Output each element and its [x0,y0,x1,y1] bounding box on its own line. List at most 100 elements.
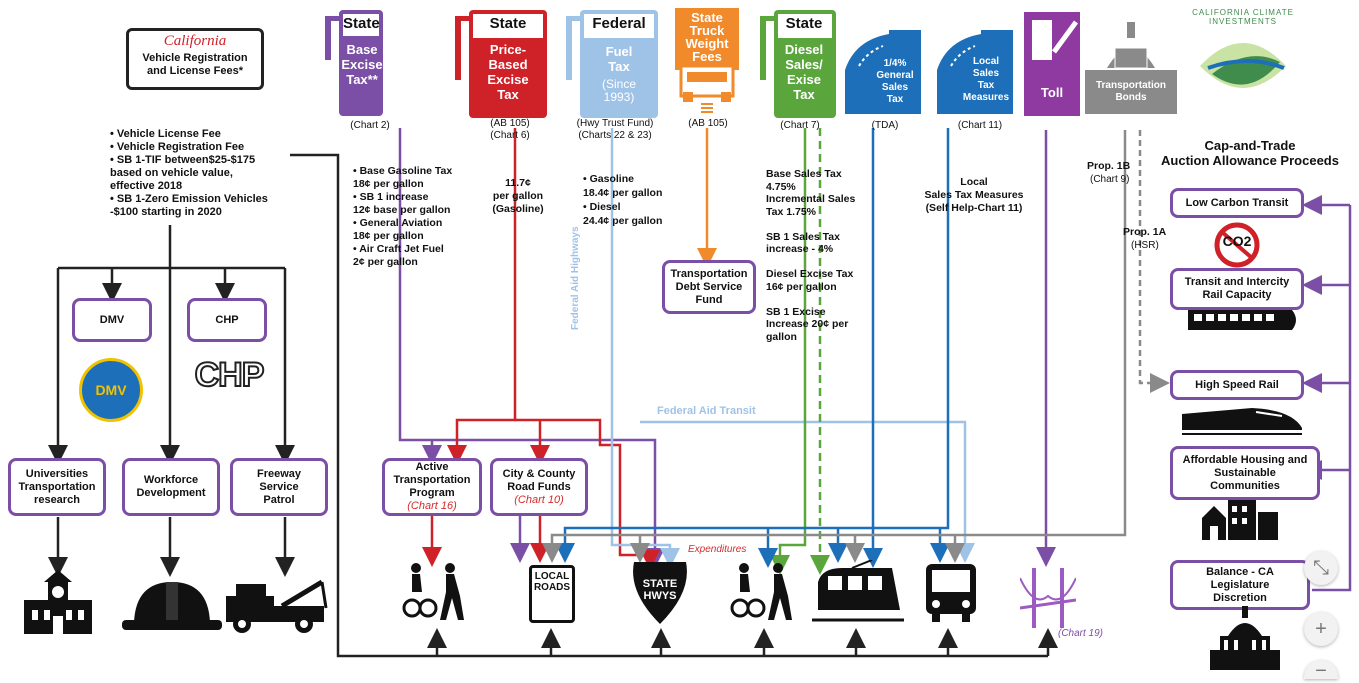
federal-aid-highways-label: Federal Aid Highways [570,226,581,330]
price-based-label: Price- Based Excise Tax [487,42,529,102]
bonds-label: Transportation Bonds [1095,80,1166,103]
commuter-train-icon [1188,310,1296,330]
transit-rail-capacity-box: Transit and Intercity Rail Capacity [1170,268,1304,310]
plate-brand: California [163,33,227,49]
zoom-in-button[interactable]: + [1304,612,1338,646]
federal-aid-transit-label: Federal Aid Transit [657,405,756,417]
diesel-notes: Base Sales Tax 4.75% Incremental Sales T… [766,168,856,343]
local-roads-sign-icon: LOCAL ROADS [529,565,575,623]
chp-logo-icon: CHP [194,355,266,395]
toll-bridge-icon [1020,568,1076,628]
state-hwys-label: STATE HWYS [642,578,678,602]
truck-weight-label: State Truck Weight Fees [685,10,729,64]
bus-icon [926,564,976,622]
universities-box: Universities Transportation research [8,458,106,516]
low-carbon-transit-box: Low Carbon Transit [1170,188,1304,218]
diesel-kind: State [785,15,823,32]
transit-rail-label: Transit and Intercity Rail Capacity [1184,276,1290,301]
capitol-bonds-icon [1085,22,1177,114]
price-based-kind: State [489,15,527,32]
city-county-road-funds-box: City & County Road Funds (Chart 10) [490,458,588,516]
high-speed-rail-label: High Speed Rail [1195,378,1279,391]
debt-service-fund-label: Transportation Debt Service Fund [670,267,748,306]
federal-notes: • Gasoline 18.4¢ per gallon • Diesel 24.… [583,173,663,227]
federal-sub: (Since 1993) [601,77,636,104]
diesel-label: Diesel Sales/ Exise Tax [784,42,824,102]
bike-pedestrian-icon-2 [730,563,792,620]
cap-trade-title: Cap-and-Trade Auction Allowance Proceeds [1161,138,1339,168]
expenditures-label: Expenditures [688,544,747,555]
prop1b-label: Prop. 1B [1087,160,1131,172]
debt-service-fund-box: Transportation Debt Service Fund [662,260,756,314]
workforce-box: Workforce Development [122,458,220,516]
general-sales-tax-icon [845,30,921,114]
general-sales-tax-label: 1/4% General Sales Tax [876,58,914,105]
state-diesel-pump-icon [760,10,836,118]
affordable-housing-box: Affordable Housing and Sustainable Commu… [1170,446,1320,500]
chart19-label: (Chart 19) [1058,628,1104,639]
city-county-label: City & County Road Funds [502,467,576,493]
price-based-ref: (AB 105) (Chart 6) [490,118,530,141]
price-based-notes: 11.7¢ per gallon (Gasoline) [492,177,544,215]
license-fee-list: • Vehicle License Fee • Vehicle Registra… [110,128,268,218]
active-transportation-ref: (Chart 16) [407,500,457,512]
hard-hat-icon [122,582,222,630]
prop1a-ref: (HSR) [1131,240,1159,251]
bike-pedestrian-icon [402,563,464,620]
tow-truck-icon [226,579,328,633]
federal-ref: (Hwy Trust Fund) (Charts 22 & 23) [576,118,654,141]
base-excise-ref: (Chart 2) [350,120,390,131]
freeway-patrol-box: Freeway Service Patrol [230,458,328,516]
truck-weight-ref: (AB 105) [688,118,728,129]
state-hwys-shield-icon [633,562,687,624]
active-transportation-label: Active Transportation Program [393,461,471,499]
truck-weight-fees-icon [675,8,739,113]
dmv-box: DMV [72,298,152,342]
chp-label: CHP [215,313,239,326]
base-excise-notes: • Base Gasoline Tax 18¢ per gallon • SB … [353,165,453,268]
city-county-ref: (Chart 10) [514,493,564,506]
general-sales-tax-ref: (TDA) [871,120,899,131]
affordable-housing-label: Affordable Housing and Sustainable Commu… [1182,453,1308,492]
toll-booth-icon [1024,12,1080,116]
university-building-icon [24,570,92,634]
climate-logo-text: CALIFORNIA CLIMATE INVESTMENTS [1192,8,1294,26]
capitol-building-icon [1210,606,1280,670]
high-speed-rail-box: High Speed Rail [1170,370,1304,400]
low-carbon-transit-label: Low Carbon Transit [1185,196,1289,209]
active-transportation-box: Active Transportation Program (Chart 16) [382,458,482,516]
zoom-out-button[interactable]: − [1304,660,1338,682]
diesel-ref: (Chart 7) [780,120,820,131]
freeway-patrol-label: Freeway Service Patrol [256,467,302,506]
state-base-excise-pump-icon [325,10,383,116]
local-sales-tax-label: Local Sales Tax Measures [962,56,1010,103]
fit-screen-button[interactable]: ⤡ [1304,551,1338,585]
light-rail-icon [812,560,904,622]
prop1b-ref: (Chart 9) [1090,174,1130,185]
toll-label: Toll [1040,85,1064,100]
workforce-label: Workforce Development [136,474,206,499]
federal-fuel-tax-pump-icon [566,10,658,118]
license-plate: California Vehicle Registration and Lice… [126,28,264,90]
local-sales-tax-ref: (Chart 11) [957,120,1003,131]
no-co2-icon [1214,222,1260,268]
local-sales-tax-icon [937,30,1013,114]
local-roads-label: LOCAL ROADS [533,571,571,593]
universities-label: Universities Transportation research [18,467,96,506]
federal-label: Fuel Tax [605,44,633,74]
dmv-seal-icon: DMV [79,358,143,422]
balance-legislature-label: Balance - CA Legislature Discretion [1206,565,1274,604]
dmv-label: DMV [99,313,125,326]
climate-investments-logo-icon [1200,43,1286,88]
high-speed-train-icon [1182,408,1302,435]
plate-title: Vehicle Registration and License Fees* [142,52,248,77]
local-notes: Local Sales Tax Measures (Self Help-Char… [924,176,1024,214]
housing-icon [1202,500,1278,540]
balance-legislature-box: Balance - CA Legislature Discretion [1170,560,1310,610]
co2-label: CO2 [1222,233,1252,249]
prop1a-label: Prop. 1A [1123,226,1167,238]
state-price-based-pump-icon [455,10,547,118]
chp-box: CHP [187,298,267,342]
